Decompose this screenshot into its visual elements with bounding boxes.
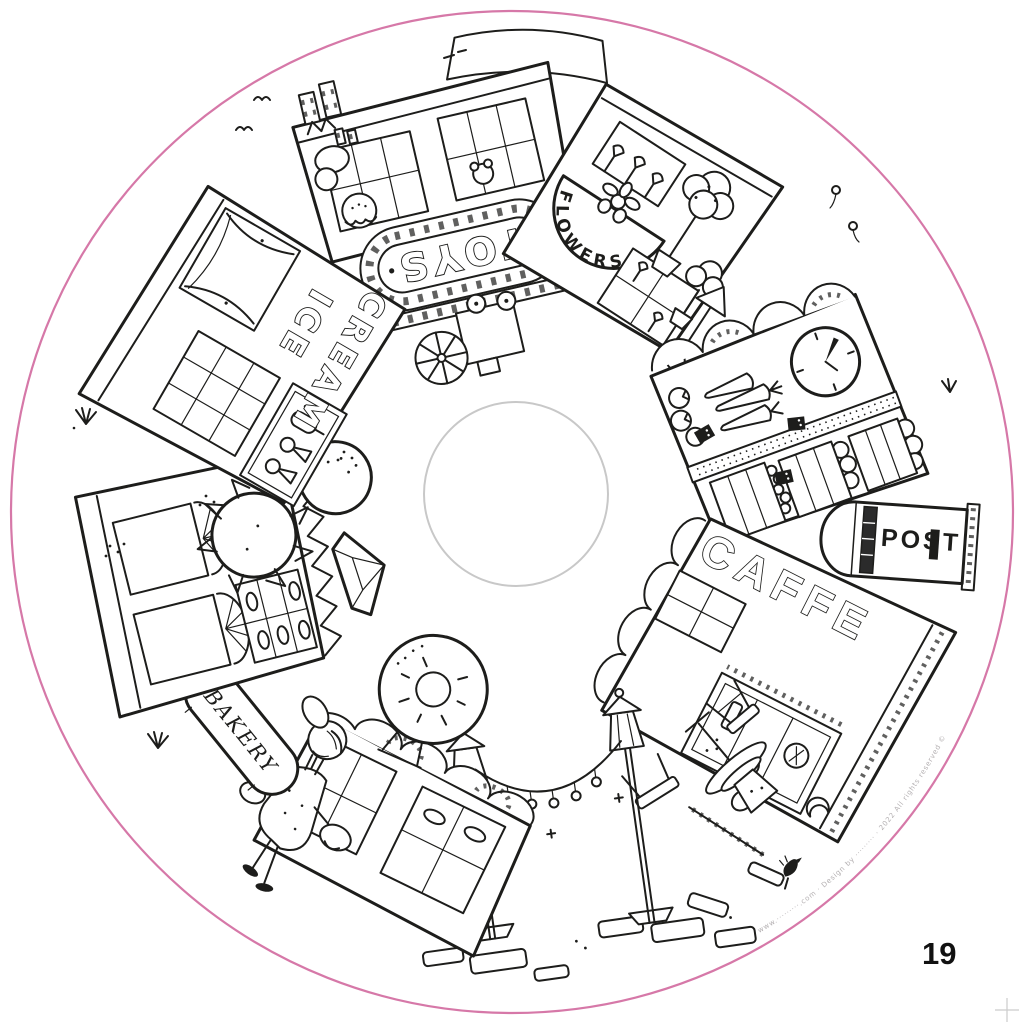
center-plaza-circle (423, 401, 609, 587)
stray-cobbles (686, 861, 785, 918)
grass-tuft (72, 407, 97, 430)
mail-slot (928, 529, 940, 560)
cobblestones (421, 915, 757, 982)
greengrocer-stall (649, 282, 930, 545)
spiky-sun (196, 474, 314, 594)
child-bob-haircut (341, 192, 378, 229)
toy-shop: TOYS (291, 60, 594, 385)
stool (705, 679, 760, 735)
toy-cart (414, 290, 526, 385)
clock (790, 326, 862, 398)
diamond-gem (331, 531, 386, 617)
toys-sign: TOYS (359, 198, 563, 312)
bread-shelf (234, 568, 318, 664)
price-tag (693, 424, 716, 444)
sparkle-icon (613, 792, 624, 803)
sweets-window (132, 592, 250, 686)
post-box: POST (819, 500, 981, 592)
blossom-tree (651, 170, 735, 278)
crescent-icon (805, 796, 830, 818)
ponytail (301, 695, 330, 729)
price-tag (787, 416, 806, 432)
caffe-door (654, 569, 747, 654)
girl-with-bags (239, 695, 352, 892)
tiny-flowers (829, 185, 860, 243)
scalloped-awning (650, 282, 857, 372)
coffee-cup (720, 756, 779, 814)
sparkle-icon (546, 828, 557, 839)
page-number: 19 (922, 936, 956, 971)
grass-tuft (147, 731, 169, 749)
flying-bird-marks (235, 49, 467, 131)
dot-clusters (104, 450, 354, 558)
cafe-table (684, 711, 767, 795)
flower-icon (597, 181, 641, 224)
post-sign-text: POST (880, 524, 962, 558)
blank-banner (446, 28, 609, 85)
curtain-window (178, 207, 302, 332)
bakery-window (379, 785, 507, 915)
bunting-flags (299, 476, 342, 657)
crop-marks (995, 998, 1019, 1022)
pink-circle-border (9, 9, 1015, 1015)
price-tag (774, 469, 794, 486)
grid-window (152, 330, 281, 457)
ice-cream-display (239, 382, 348, 508)
striped-chimney (317, 80, 343, 119)
flower-shop: FLOWERS (501, 82, 785, 371)
child-dragon-costume (306, 117, 359, 192)
bird (779, 855, 802, 890)
bakery (239, 633, 535, 958)
coffee-stand (621, 679, 802, 890)
giant-donut (377, 633, 489, 769)
sweets-shop (73, 452, 342, 719)
caffe-awning-scallops (593, 517, 707, 704)
carrots (704, 372, 784, 432)
street-lamp (602, 687, 674, 926)
toy-shop-window-right (436, 97, 546, 202)
grass-tuft (941, 378, 957, 393)
bakery-awning (316, 711, 535, 825)
vegetable-crates (708, 417, 924, 542)
